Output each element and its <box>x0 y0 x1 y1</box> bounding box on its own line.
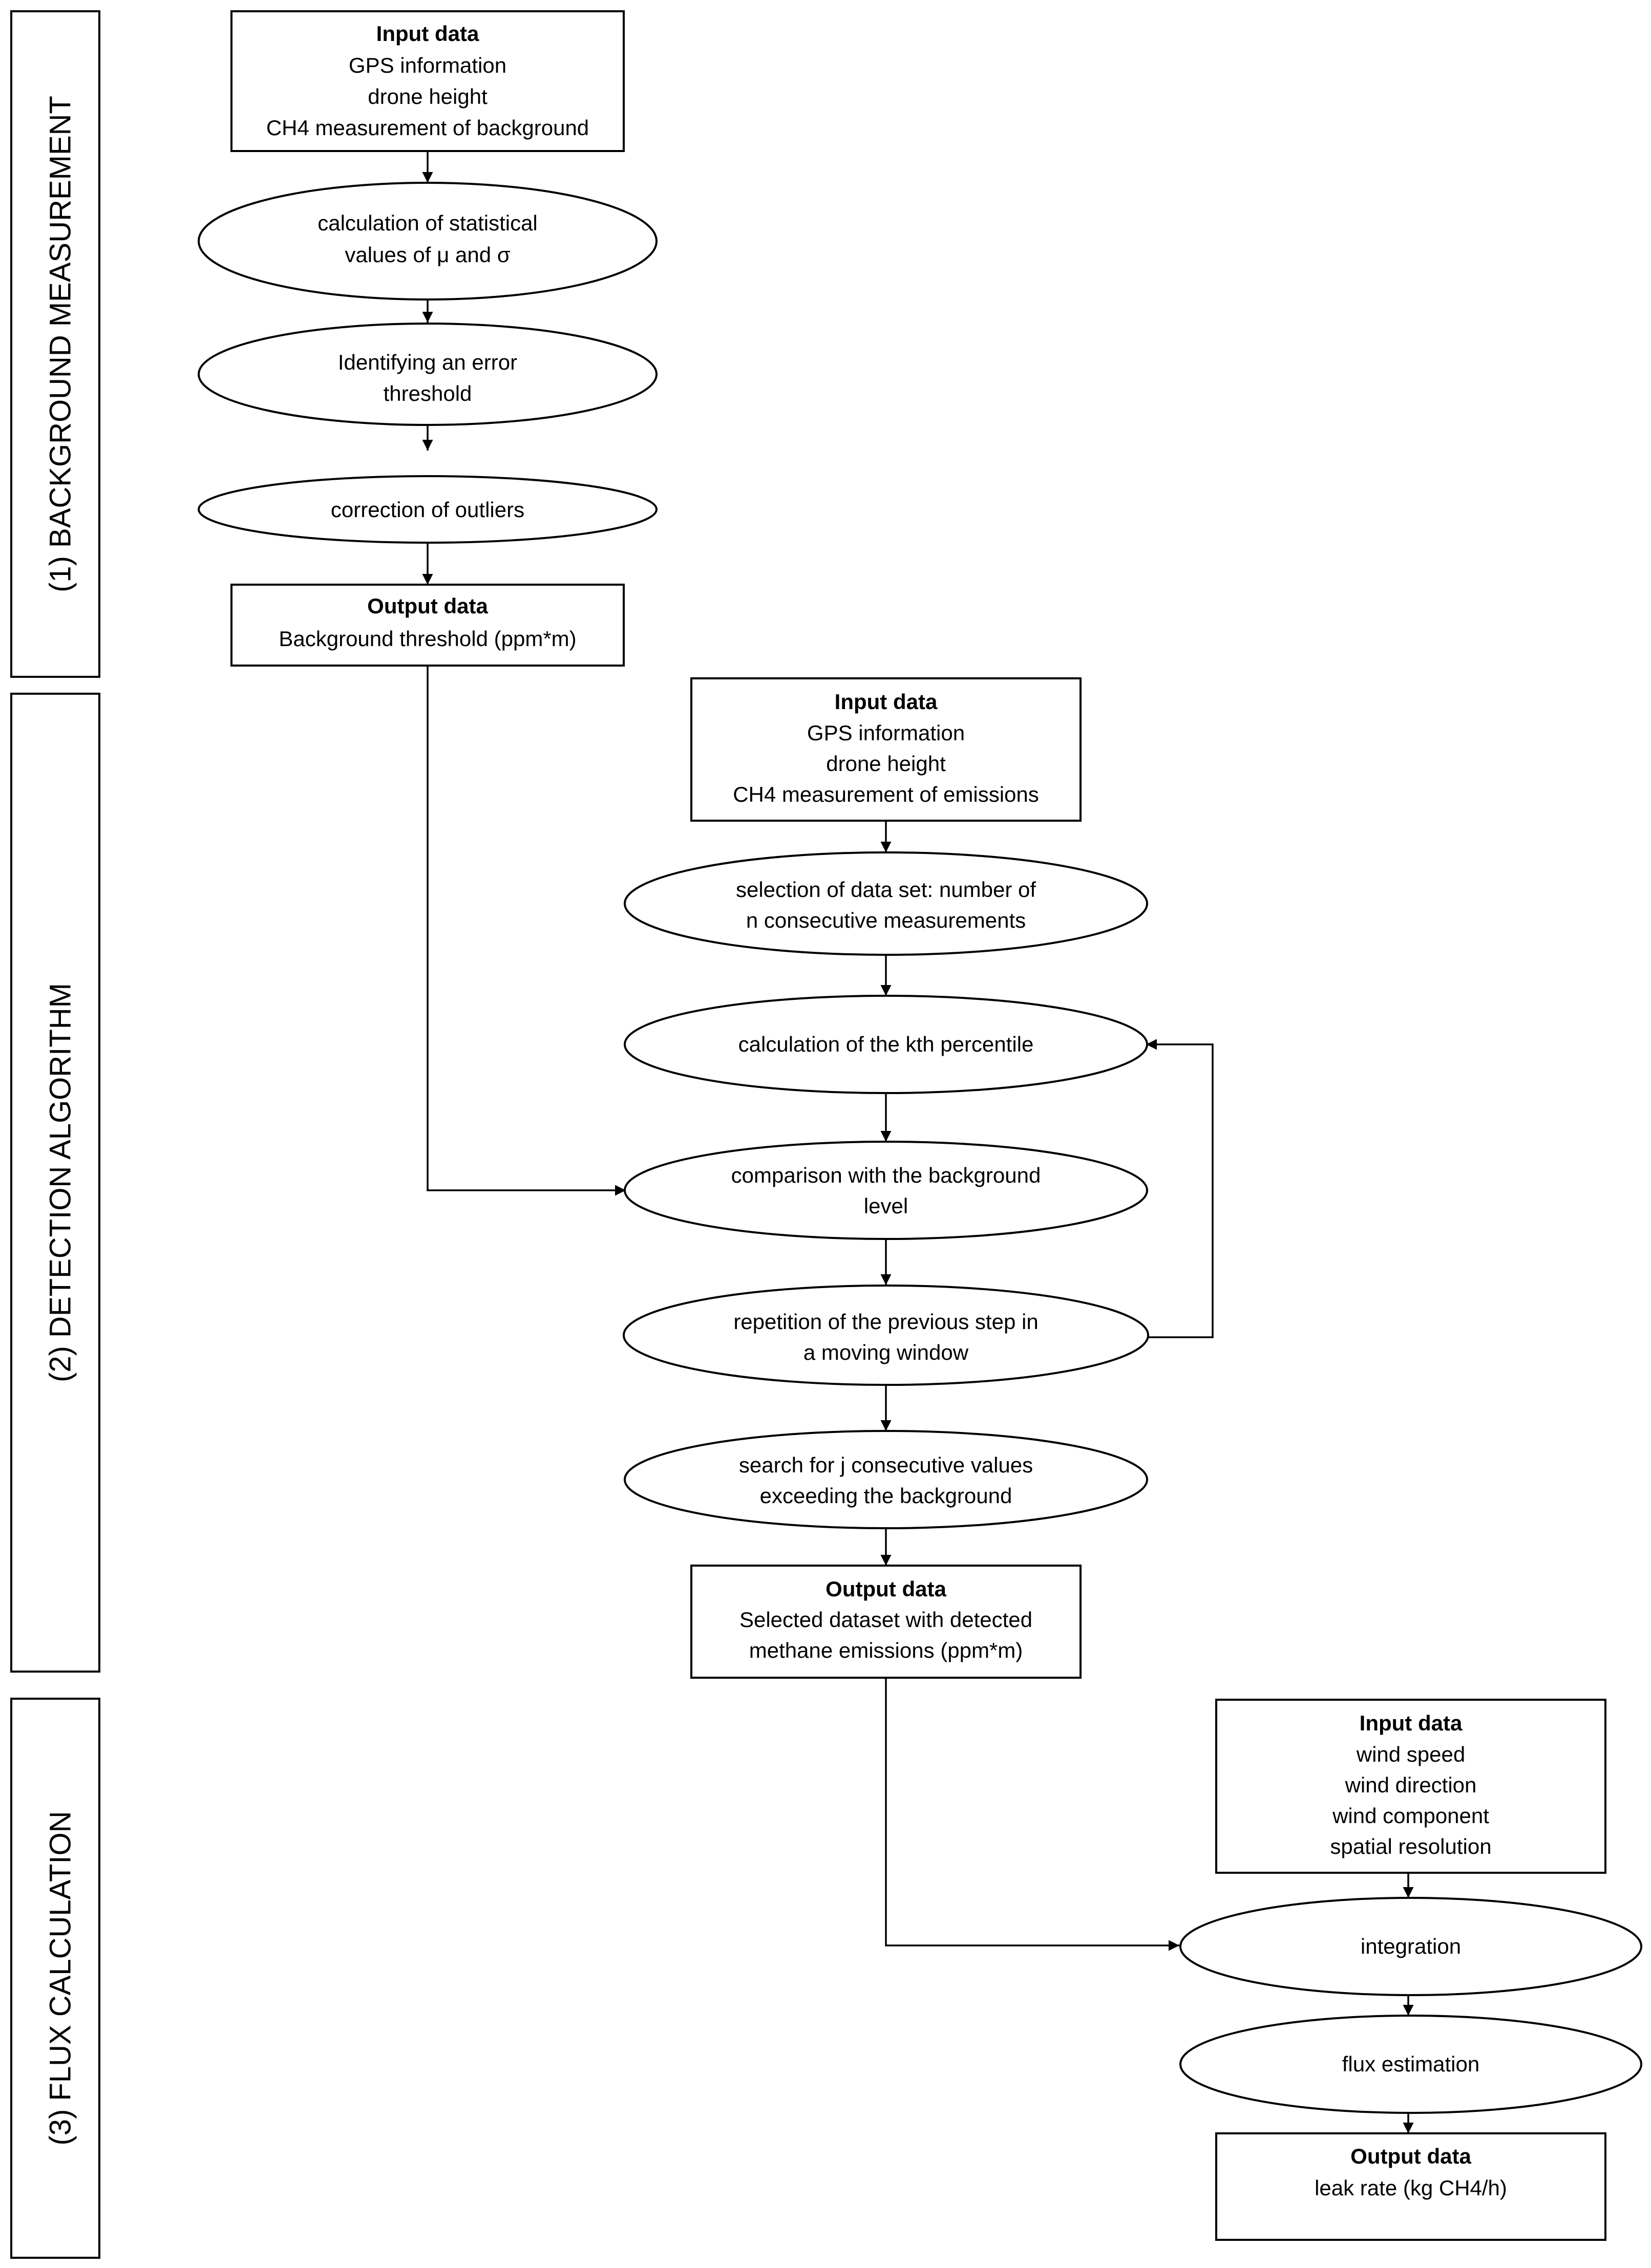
node-line: drone height <box>368 84 488 109</box>
node-title: Input data <box>835 690 938 714</box>
input-box <box>1215 1699 1606 1874</box>
input-box <box>690 677 1082 822</box>
step-error-threshold: Identifying an error threshold <box>198 323 658 426</box>
node-title: Input data <box>1360 1711 1463 1735</box>
node-line: Identifying an error <box>338 350 517 374</box>
arrow-loop-repetition <box>1146 1039 1214 1338</box>
node-title: Output data <box>826 1577 946 1601</box>
node-line: Background threshold (ppm*m) <box>279 627 576 651</box>
step-search-consecutive-values: search for j consecutive values exceedin… <box>624 1430 1148 1529</box>
input-data-flux: Input data wind speed wind direction win… <box>1215 1699 1606 1874</box>
node-line: calculation of statistical <box>318 211 538 235</box>
section-detection-algorithm: (2) DETECTION ALGORITHM <box>10 693 100 1673</box>
node-line: GPS information <box>807 721 965 745</box>
section-label: (3) FLUX CALCULATION <box>44 1811 77 2145</box>
node-line: drone height <box>826 752 946 776</box>
node-line: a moving window <box>803 1340 969 1364</box>
output-box <box>690 1565 1082 1679</box>
node-line: GPS information <box>349 53 506 77</box>
process-oval <box>624 995 1148 1094</box>
step-correction-outliers: correction of outliers <box>198 475 658 544</box>
node-line: calculation of the kth percentile <box>738 1032 1034 1056</box>
process-oval <box>623 1285 1149 1386</box>
process-oval <box>1179 1897 1642 1996</box>
node-line: comparison with the background <box>731 1163 1041 1187</box>
process-oval <box>198 475 658 544</box>
step-integration: integration <box>1179 1897 1642 1996</box>
node-line: values of μ and σ <box>345 243 510 267</box>
section-flux-calculation: (3) FLUX CALCULATION <box>10 1698 100 2259</box>
arrow-background-to-comparison <box>427 666 626 1196</box>
input-data-detection: Input data GPS information drone height … <box>690 677 1082 822</box>
section-frame <box>10 10 100 678</box>
node-line: wind speed <box>1356 1742 1465 1766</box>
output-box <box>230 584 625 667</box>
node-title: Output data <box>1350 2144 1471 2168</box>
node-line: search for j consecutive values <box>739 1453 1033 1477</box>
node-title: Output data <box>367 594 488 618</box>
output-box <box>1215 2132 1606 2241</box>
output-data-flux: Output data leak rate (kg CH4/h) <box>1215 2132 1606 2241</box>
input-data-background: Input data GPS information drone height … <box>230 10 625 152</box>
node-line: n consecutive measurements <box>746 908 1026 932</box>
node-line: threshold <box>384 381 472 405</box>
section-label: (1) BACKGROUND MEASUREMENT <box>44 96 77 592</box>
process-oval <box>198 323 658 426</box>
connectors <box>422 151 1414 2133</box>
step-repetition-moving-window: repetition of the previous step in a mov… <box>623 1285 1149 1386</box>
node-line: integration <box>1361 1934 1461 1958</box>
node-line: repetition of the previous step in <box>733 1310 1038 1334</box>
output-data-background: Output data Background threshold (ppm*m) <box>230 584 625 667</box>
input-box <box>230 10 625 152</box>
step-selection-data-set: selection of data set: number of n conse… <box>624 851 1148 956</box>
node-line: level <box>864 1194 908 1218</box>
process-oval <box>624 1430 1148 1529</box>
node-line: Selected dataset with detected <box>739 1608 1032 1632</box>
node-line: CH4 measurement of emissions <box>733 782 1039 806</box>
step-kth-percentile: calculation of the kth percentile <box>624 995 1148 1094</box>
step-comparison-background: comparison with the background level <box>624 1141 1148 1240</box>
node-line: selection of data set: number of <box>736 878 1036 902</box>
section-background-measurement: (1) BACKGROUND MEASUREMENT <box>10 10 100 678</box>
process-oval <box>624 851 1148 956</box>
node-line: CH4 measurement of background <box>266 116 589 140</box>
process-oval <box>1179 2015 1642 2114</box>
section-frame <box>10 693 100 1673</box>
step-statistical-values: calculation of statistical values of μ a… <box>198 182 658 301</box>
node-line: correction of outliers <box>331 498 524 522</box>
node-line: wind direction <box>1345 1773 1477 1797</box>
node-line: spatial resolution <box>1330 1834 1491 1858</box>
node-line: methane emissions (ppm*m) <box>749 1638 1023 1662</box>
node-line: wind component <box>1332 1804 1489 1828</box>
step-flux-estimation: flux estimation <box>1179 2015 1642 2114</box>
node-line: exceeding the background <box>760 1484 1012 1508</box>
node-line: leak rate (kg CH4/h) <box>1315 2176 1507 2200</box>
section-frame <box>10 1698 100 2259</box>
arrow-detection-to-integration <box>885 1678 1179 1951</box>
node-line: flux estimation <box>1342 2052 1479 2076</box>
node-title: Input data <box>376 22 479 46</box>
output-data-detection: Output data Selected dataset with detect… <box>690 1565 1082 1679</box>
process-oval <box>624 1141 1148 1240</box>
section-label: (2) DETECTION ALGORITHM <box>44 983 77 1382</box>
process-oval <box>198 182 658 301</box>
